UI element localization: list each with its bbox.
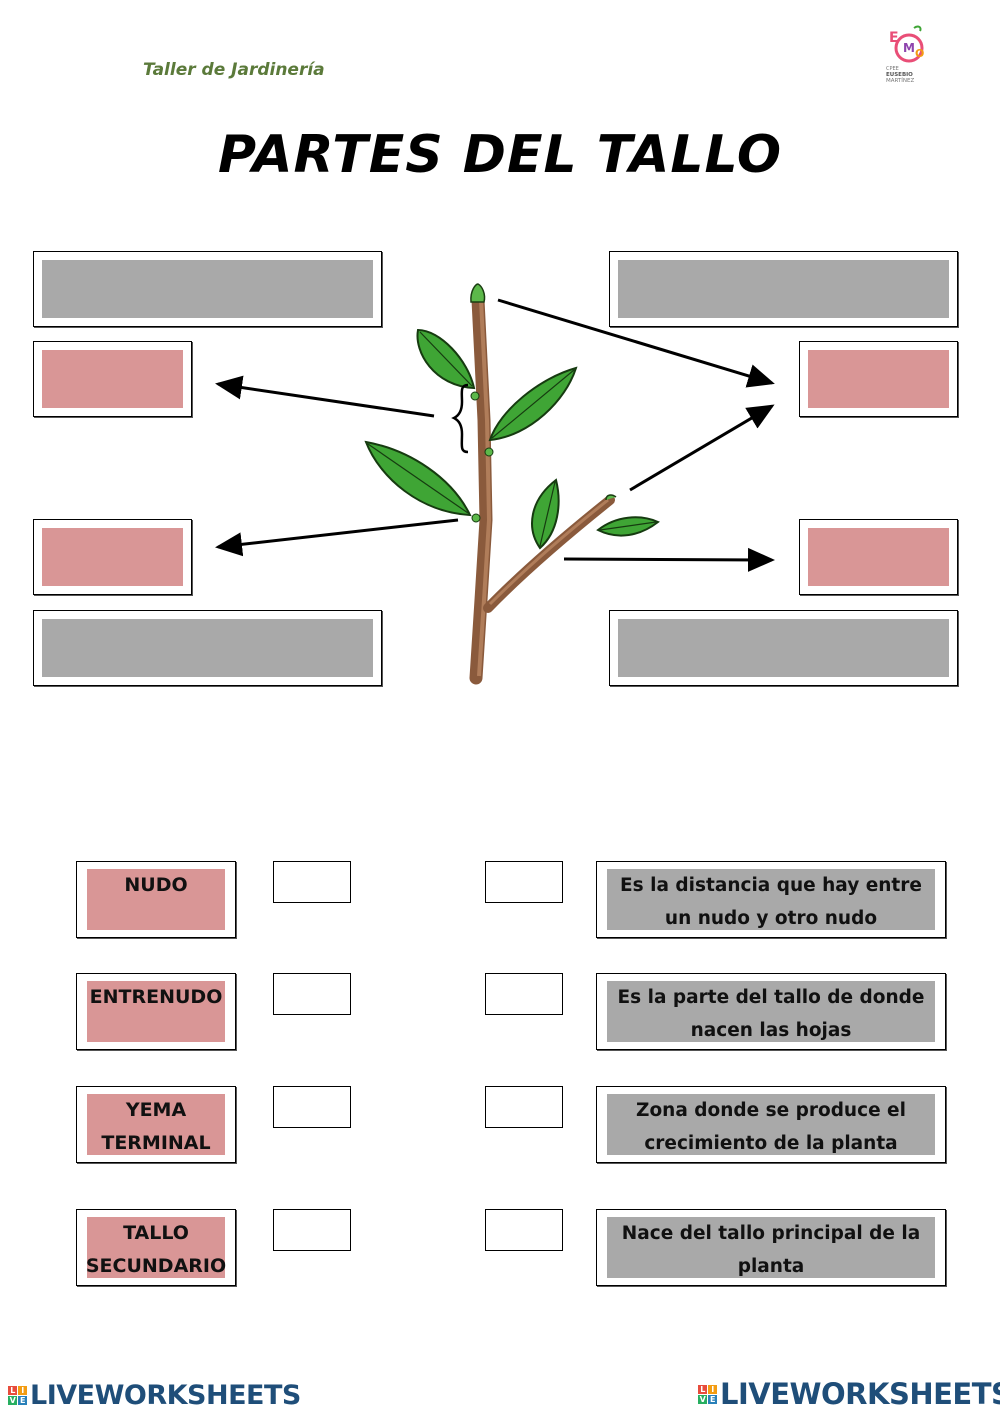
definition-text: Zona donde se produce el crecimiento de … — [607, 1094, 935, 1155]
term-label: TALLO SECUNDARIO — [86, 1217, 226, 1278]
leaf-upper-left — [416, 328, 476, 390]
diagram-box-mid-right-2-fill — [808, 528, 949, 586]
diagram-box-top-right[interactable] — [609, 251, 958, 327]
mark-letter: E — [18, 1396, 27, 1405]
mark-letter: I — [18, 1386, 27, 1395]
term-label: ENTRENUDO — [87, 981, 225, 1042]
diagram-box-mid-right-1-fill — [808, 350, 949, 408]
terminal-bud — [470, 283, 486, 303]
mark-letter: E — [708, 1394, 717, 1404]
leaf-secondary-up — [531, 478, 560, 550]
workshop-subtitle: Taller de Jardinería — [143, 60, 325, 80]
answer-box-left-4[interactable] — [273, 1209, 351, 1251]
mark-letter: V — [8, 1396, 17, 1405]
liveworksheets-brand: LIVEWORKSHEETS — [720, 1377, 1000, 1411]
diagram-box-mid-left-2[interactable] — [33, 519, 192, 595]
answer-box-left-2[interactable] — [273, 973, 351, 1015]
answer-box-left-3[interactable] — [273, 1086, 351, 1128]
term-box-nudo[interactable]: NUDO — [76, 861, 236, 938]
liveworksheets-mark-icon: L I V E — [698, 1384, 717, 1404]
definition-box-2[interactable]: Es la parte del tallo de donde nacen las… — [596, 973, 946, 1050]
definition-text: Es la parte del tallo de donde nacen las… — [607, 981, 935, 1042]
page-title: PARTES DEL TALLO — [217, 125, 783, 185]
diagram-box-top-left[interactable] — [33, 251, 382, 327]
main-stem — [469, 293, 493, 685]
mark-letter: L — [698, 1384, 707, 1394]
arrow-secondary-stem — [563, 547, 775, 572]
logo-text-cpee: CPEE — [886, 66, 899, 72]
leaf-lower-left — [364, 440, 472, 517]
arrow-internode — [215, 375, 435, 418]
diagram-box-top-left-fill — [42, 260, 373, 318]
diagram-box-bottom-right[interactable] — [609, 610, 958, 686]
term-label: NUDO — [87, 869, 225, 930]
logo-letter-o: O — [915, 47, 924, 60]
diagram-box-bottom-right-fill — [618, 619, 949, 677]
definition-box-3[interactable]: Zona donde se produce el crecimiento de … — [596, 1086, 946, 1163]
definition-box-4[interactable]: Nace del tallo principal de la planta — [596, 1209, 946, 1286]
answer-box-right-1[interactable] — [485, 861, 563, 903]
logo-text-eusebio: EUSEBIO — [886, 72, 913, 78]
diagram-box-bottom-left[interactable] — [33, 610, 382, 686]
logo-text-martinez: MARTÍNEZ — [886, 77, 915, 84]
mark-letter: I — [708, 1384, 717, 1394]
leaf-upper-right — [488, 366, 578, 442]
liveworksheets-brand: LIVEWORKSHEETS — [30, 1380, 301, 1411]
term-label: YEMA TERMINAL — [87, 1094, 225, 1155]
diagram-box-top-right-fill — [618, 260, 949, 318]
liveworksheets-mark-icon: L I V E — [8, 1386, 27, 1405]
definition-text: Nace del tallo principal de la planta — [607, 1217, 935, 1278]
arrow-terminal-bud — [497, 298, 775, 388]
term-box-entrenudo[interactable]: ENTRENUDO — [76, 973, 236, 1050]
answer-box-right-3[interactable] — [485, 1086, 563, 1128]
definition-box-1[interactable]: Es la distancia que hay entre un nudo y … — [596, 861, 946, 938]
diagram-box-mid-left-1[interactable] — [33, 341, 192, 417]
mark-letter: L — [8, 1386, 17, 1395]
internode-brace — [451, 383, 469, 454]
mark-letter: V — [698, 1394, 707, 1404]
diagram-box-mid-right-2[interactable] — [799, 519, 958, 595]
logo-letter-e: E — [889, 30, 899, 46]
term-box-yema-terminal[interactable]: YEMA TERMINAL — [76, 1086, 236, 1163]
term-box-tallo-secundario[interactable]: TALLO SECUNDARIO — [76, 1209, 236, 1286]
logo-letter-m: M — [903, 41, 915, 55]
answer-box-right-2[interactable] — [485, 973, 563, 1015]
diagram-box-bottom-left-fill — [42, 619, 373, 677]
diagram-box-mid-left-1-fill — [42, 350, 183, 408]
diagram-box-mid-left-2-fill — [42, 528, 183, 586]
footer-logo-left[interactable]: L I V E LIVEWORKSHEETS — [8, 1380, 301, 1411]
footer-logo-right[interactable]: L I V E LIVEWORKSHEETS — [698, 1377, 1000, 1411]
school-logo: E M O CPEE EUSEBIO MARTÍNEZ — [886, 25, 924, 84]
leaf-secondary-right — [596, 516, 660, 537]
arrow-secondary-tip — [629, 404, 775, 492]
arrow-node — [215, 518, 459, 557]
diagram-box-mid-right-1[interactable] — [799, 341, 958, 417]
answer-box-left-1[interactable] — [273, 861, 351, 903]
answer-box-right-4[interactable] — [485, 1209, 563, 1251]
definition-text: Es la distancia que hay entre un nudo y … — [607, 869, 935, 930]
stem-diagram — [215, 283, 775, 685]
